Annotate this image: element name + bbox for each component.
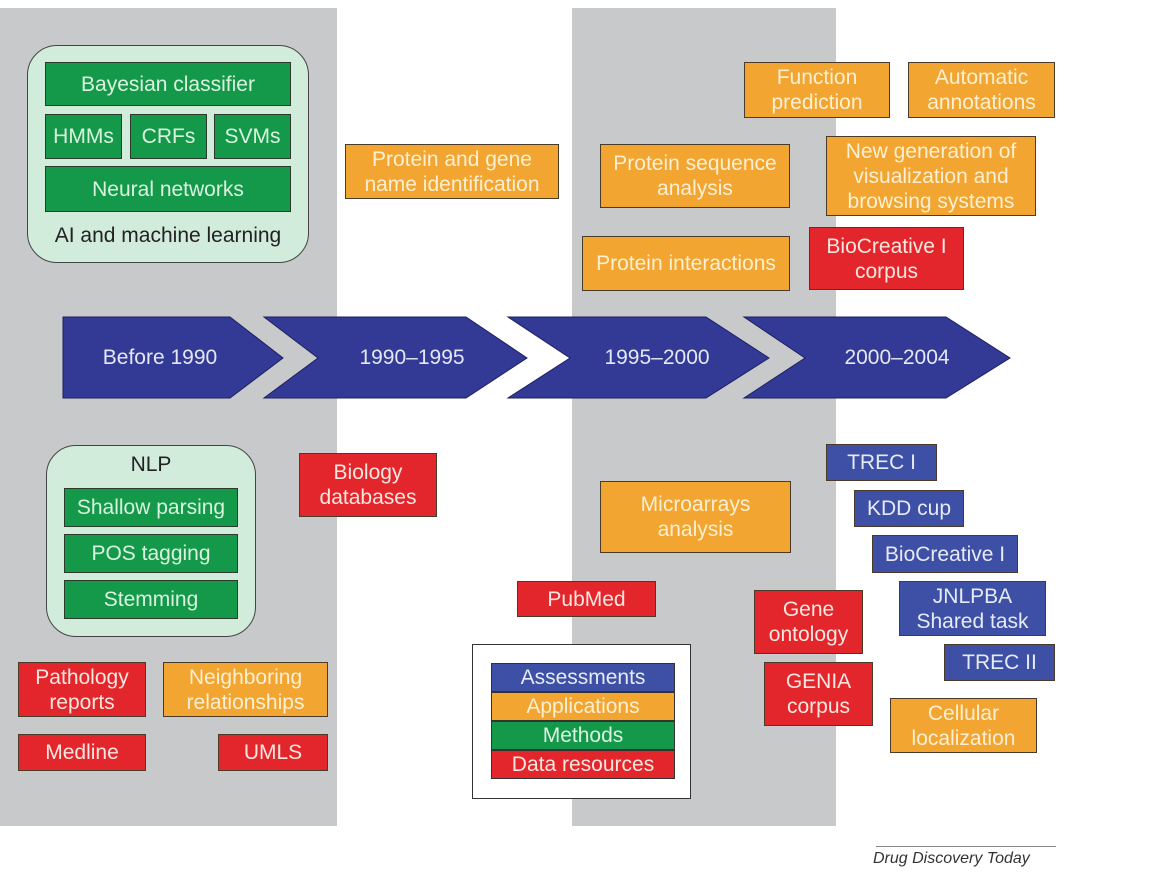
app-protein-sequence-analysis: Protein sequence analysis	[600, 144, 790, 208]
ai-ml-group-label: AI and machine learning	[54, 224, 282, 247]
credit-rule	[876, 846, 1056, 847]
assess-kdd-cup: KDD cup	[854, 490, 964, 527]
method-bayesian-classifier: Bayesian classifier	[45, 62, 291, 106]
legend: Assessments Applications Methods Data re…	[472, 644, 691, 799]
legend-data-resources: Data resources	[491, 750, 675, 779]
method-pos-tagging: POS tagging	[64, 534, 238, 573]
app-neighboring-relationships: Neighboring relationships	[163, 662, 328, 717]
timeline-label-1995-2000: 1995–2000	[604, 346, 710, 369]
timeline-label-1990-1995: 1990–1995	[359, 346, 465, 369]
app-function-prediction: Function prediction	[744, 62, 890, 118]
app-protein-interactions: Protein interactions	[582, 236, 790, 291]
method-svms: SVMs	[214, 114, 291, 159]
app-automatic-annotations: Automatic annotations	[908, 62, 1055, 118]
method-stemming: Stemming	[64, 580, 238, 619]
timeline-label-2000-2004: 2000–2004	[844, 346, 950, 369]
assess-trec-ii: TREC II	[944, 644, 1055, 681]
data-pubmed: PubMed	[517, 581, 656, 617]
nlp-group-label: NLP	[130, 453, 172, 476]
timeline-label-before-1990: Before 1990	[102, 346, 218, 369]
app-new-generation-visualization: New generation of visualization and brow…	[826, 136, 1036, 216]
data-umls: UMLS	[218, 734, 328, 771]
nlp-group: NLP Shallow parsing POS tagging Stemming	[46, 445, 256, 637]
data-pathology-reports: Pathology reports	[18, 662, 146, 717]
data-medline: Medline	[18, 734, 146, 771]
data-biology-databases: Biology databases	[299, 453, 437, 517]
legend-methods: Methods	[491, 721, 675, 750]
method-shallow-parsing: Shallow parsing	[64, 488, 238, 527]
source-credit: Drug Discovery Today	[873, 850, 1030, 867]
method-hmms: HMMs	[45, 114, 122, 159]
app-protein-gene-name-identification: Protein and gene name identification	[345, 144, 559, 199]
legend-assessments: Assessments	[491, 663, 675, 692]
app-microarrays-analysis: Microarrays analysis	[600, 481, 791, 553]
ai-ml-group: Bayesian classifier HMMs CRFs SVMs Neura…	[27, 45, 309, 263]
legend-applications: Applications	[491, 692, 675, 721]
data-genia-corpus: GENIA corpus	[764, 662, 873, 726]
assess-trec-i: TREC I	[826, 444, 937, 481]
method-crfs: CRFs	[130, 114, 207, 159]
data-gene-ontology: Gene ontology	[754, 590, 863, 654]
method-neural-networks: Neural networks	[45, 166, 291, 212]
assess-jnlpba-shared-task: JNLPBA Shared task	[899, 581, 1046, 636]
data-biocreative-corpus: BioCreative I corpus	[809, 227, 964, 290]
assess-biocreative-i: BioCreative I	[872, 535, 1018, 573]
app-cellular-localization: Cellular localization	[890, 698, 1037, 753]
